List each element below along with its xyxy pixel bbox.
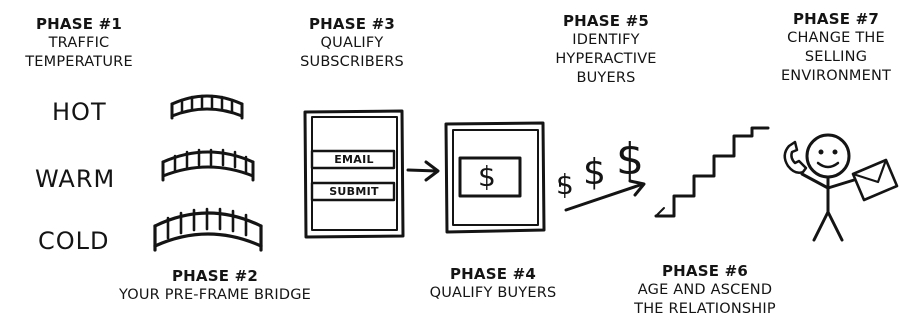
money-symbol-small: $	[556, 168, 574, 201]
phase-7-line-1: CHANGE THE	[787, 30, 885, 46]
phase-7-line-2: SELLING	[804, 49, 868, 65]
phase-1-line-1: TRAFFIC	[48, 35, 110, 51]
phase-6-line-1: AGE AND ASCEND	[637, 282, 773, 298]
phase-3-line-2: SUBSCRIBERS	[300, 54, 404, 70]
phase-1-label: PHASE #1 TRAFFIC TEMPERATURE	[20, 15, 138, 72]
arrow-right-icon	[406, 160, 440, 182]
sales-page	[444, 121, 546, 234]
phase-6-title: PHASE #6	[661, 262, 749, 280]
temperature-hot: HOT	[52, 98, 107, 126]
submit-button-label: SUBMIT	[329, 185, 379, 198]
bridge-icon	[170, 94, 244, 120]
bridge-icon	[153, 207, 263, 252]
phase-5-label: PHASE #5 IDENTIFY HYPERACTIVE BUYERS	[542, 12, 670, 88]
phase-4-label: PHASE #4 QUALIFY BUYERS	[418, 265, 568, 303]
money-symbol-large: $	[616, 134, 644, 185]
phase-5-title: PHASE #5	[562, 12, 650, 30]
phase-5-line-3: BUYERS	[576, 70, 636, 86]
phase-1-title: PHASE #1	[35, 15, 123, 33]
phase-4-title: PHASE #4	[449, 265, 537, 283]
envelope-icon	[851, 158, 899, 202]
phase-3-label: PHASE #3 QUALIFY SUBSCRIBERS	[288, 15, 416, 72]
phase-6-line-2: THE RELATIONSHIP	[634, 301, 776, 317]
phase-5-line-2: HYPERACTIVE	[555, 51, 657, 67]
temperature-warm: WARM	[35, 165, 116, 193]
phase-2-line-1: YOUR PRE-FRAME BRIDGE	[118, 287, 312, 303]
phase-3-line-1: QUALIFY	[320, 35, 384, 51]
arrow-right-icon	[564, 179, 646, 212]
phase-2-label: PHASE #2 YOUR PRE-FRAME BRIDGE	[90, 267, 340, 305]
temperature-cold: COLD	[38, 227, 110, 255]
stairs-icon	[654, 126, 770, 218]
phase-1-line-2: TEMPERATURE	[25, 54, 133, 70]
money-symbol-medium: $	[583, 152, 606, 193]
phase-4-line-1: QUALIFY BUYERS	[429, 285, 557, 301]
phase-7-label: PHASE #7 CHANGE THE SELLING ENVIRONMENT	[774, 10, 898, 86]
phase-7-title: PHASE #7	[792, 10, 880, 28]
email-field-label: EMAIL	[334, 153, 374, 166]
phase-3-title: PHASE #3	[308, 15, 396, 33]
sales-price-symbol: $	[478, 160, 496, 193]
phase-2-title: PHASE #2	[171, 267, 259, 285]
phase-5-line-1: IDENTIFY	[572, 32, 640, 48]
optin-page	[303, 109, 405, 239]
bridge-icon	[161, 148, 255, 182]
phase-7-line-3: ENVIRONMENT	[780, 68, 892, 84]
phone-icon	[783, 140, 808, 174]
phase-6-label: PHASE #6 AGE AND ASCEND THE RELATIONSHIP	[612, 262, 798, 319]
stick-figure-icon	[800, 133, 856, 242]
